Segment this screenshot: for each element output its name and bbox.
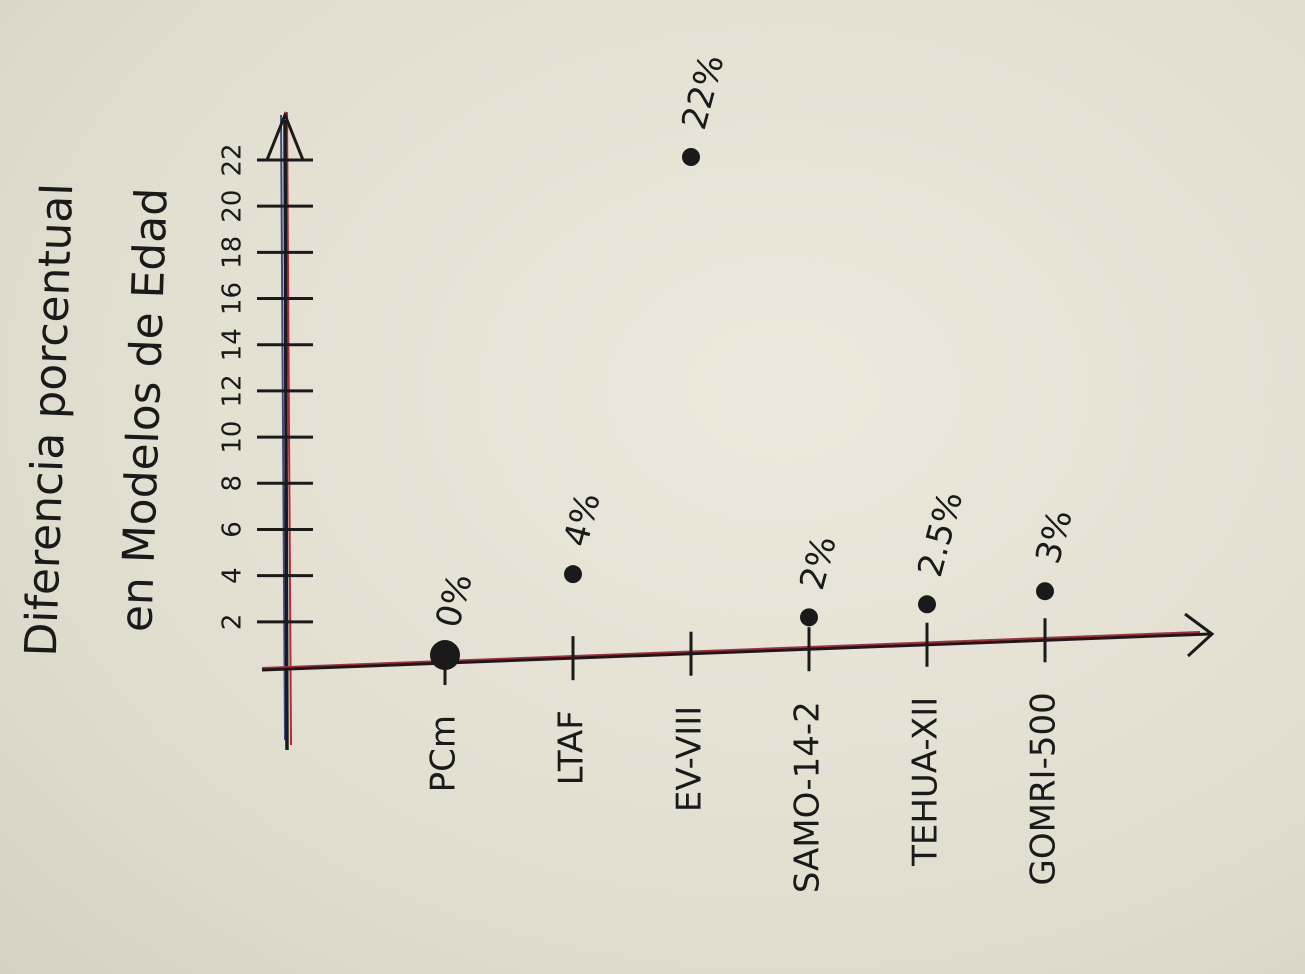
x-tick-label: LTAF [552, 710, 592, 785]
data-point [800, 608, 818, 627]
data-point [564, 565, 582, 584]
y-tick-label: 8 [218, 475, 248, 492]
category-axis-red-stroke [261, 631, 1201, 669]
x-tick-label: SAMO-14-2 [788, 701, 828, 893]
data-point [682, 148, 700, 166]
y-axis-label-line: Diferencia porcentual [16, 182, 83, 657]
y-tick-label: 18 [218, 236, 248, 269]
axes-group [261, 110, 1215, 751]
data-point-label: 3% [1028, 506, 1081, 568]
data-point [1036, 582, 1054, 601]
x-tick-label: EV-VIII [670, 706, 710, 812]
value-axis-red-stroke [286, 111, 292, 746]
y-axis-label-line: en Modelos de Edad [111, 187, 177, 633]
y-tick-label: 6 [218, 521, 248, 538]
data-point-label: 2% [792, 532, 845, 594]
category-axis-arrowhead [1184, 612, 1215, 658]
data-point-label: 22% [674, 50, 732, 133]
category-axis-line [261, 632, 1211, 672]
data-point-label: 2.5% [910, 487, 971, 581]
value-axis-line [283, 119, 289, 751]
y-tick-label: 12 [218, 374, 248, 407]
y-tick-label: 14 [218, 328, 248, 361]
x-ticks-group: PCm LTAF EV-VIII SAMO-14-2 TEHUA-XII GOMRI-50… [424, 618, 1064, 893]
x-tick-label: GOMRI-500 [1024, 692, 1064, 885]
y-ticks-group: 2 4 6 8 10 12 14 16 18 20 22 [218, 143, 313, 631]
value-axis-arrowhead [265, 110, 305, 161]
y-tick-label: 22 [218, 143, 248, 176]
y-tick-label: 10 [218, 421, 248, 454]
y-tick-label: 4 [218, 567, 248, 584]
data-point [430, 640, 460, 671]
y-axis-label-group: Diferencia porcentual en Modelos de Edad [16, 182, 178, 657]
data-point-label: 0% [428, 569, 481, 631]
y-tick-label: 16 [218, 282, 248, 315]
y-tick-label: 2 [218, 614, 248, 631]
data-point [918, 595, 936, 614]
y-tick-label: 20 [218, 190, 248, 223]
data-point-label: 4% [556, 488, 609, 550]
x-tick-label: TEHUA-XII [906, 697, 946, 867]
x-tick-label: PCm [424, 715, 464, 792]
value-axis-blue-stroke [280, 114, 286, 741]
data-points-group: 0% 4% 22% 2% 2.5% 3% [428, 50, 1081, 671]
